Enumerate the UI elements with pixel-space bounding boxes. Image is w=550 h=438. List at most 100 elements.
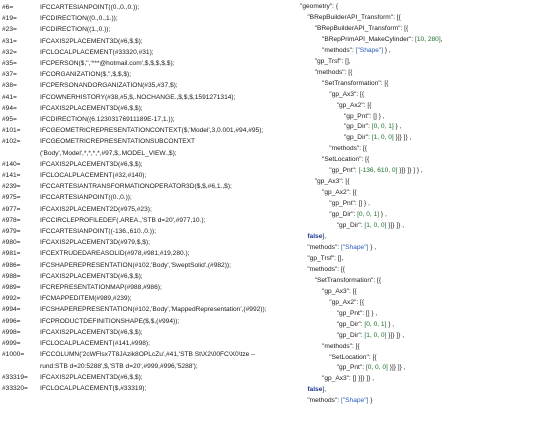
json-key: "SetTransformation": [{ [300, 276, 382, 284]
json-string-array: ["Shape"] [340, 397, 369, 405]
step-entity-id: #989= [2, 284, 21, 292]
step-entity-id: #992= [2, 295, 21, 303]
step-entity-id [2, 361, 40, 372]
json-line: "gp_Dir": [0, 0, 1] } , [300, 320, 550, 331]
step-entity-text: IFCGEOMETRICREPRESENTATIONSUBCONTEXT [40, 138, 196, 146]
json-key: "SetTransformation": [{ [300, 79, 389, 87]
step-entity-id: #994= [2, 306, 21, 314]
step-line: #94=IFCAXIS2PLACEMENT3D(#6,$,$); [2, 103, 302, 114]
step-entity-id: #41= [2, 93, 17, 101]
json-line: "SetLocation": [{ [300, 155, 550, 166]
json-line: "gp_Trsf": [], [300, 254, 550, 265]
json-key: "gp_Dir": [300, 331, 365, 339]
json-line: "methods": [{ [300, 144, 550, 155]
json-key: "gp_Ax2": [{ [300, 189, 357, 197]
step-entity-id: #996= [2, 317, 21, 325]
step-line: #6=IFCCARTESIANPOINT((0.,0.,0.)); [2, 2, 302, 13]
step-entity-text: IFCSHAPEREPRESENTATION(#102,'Body','Mapp… [40, 306, 267, 314]
step-line: #992=IFCMAPPEDITEM(#989,#239); [2, 293, 302, 304]
step-entity-text: IFCLOCALPLACEMENT(#33320,#31); [40, 48, 154, 56]
step-entity-id: #19= [2, 15, 17, 23]
step-entity-text: IFCCARTESIANTRANSFORMATIONOPERATOR3D($,$… [40, 183, 232, 191]
step-line: ('Body','Model',*,*,*,*,#97,$,.MODEL_VIE… [2, 148, 302, 159]
step-entity-id: #33319= [2, 373, 28, 381]
json-line: "SetLocation": [{ [300, 353, 550, 364]
step-entity-text: IFCAXIS2PLACEMENT3D(#6,$,$); [40, 104, 143, 112]
json-number-array: [0, 0, 1] [364, 320, 387, 328]
json-key: ], [322, 233, 327, 241]
json-line: "gp_Ax3": [] }]} ]} , [300, 374, 550, 385]
step-entity-text: IFCCIRCLEPROFILEDEF(.AREA.,'STB d=20',#9… [40, 216, 206, 224]
step-line: #981= IFCEXTRUDEDAREASOLID(#978,#981,#19,… [2, 248, 302, 259]
step-entity-text: IFCDIRECTION((1.,0.)); [40, 26, 111, 34]
json-line: "methods": [{ [300, 265, 550, 276]
json-key: } , [368, 243, 377, 251]
step-entity-id: #988= [2, 272, 21, 280]
json-key: "methods": [300, 46, 356, 54]
json-key: , [440, 35, 443, 43]
step-entity-text: IFCAXIS2PLACEMENT2D(#975,#23); [40, 205, 152, 213]
json-line: "methods": [{ [300, 68, 550, 79]
step-entity-text: IFCGEOMETRICREPRESENTATIONCONTEXT($,'Mod… [40, 127, 264, 135]
json-key: } [368, 397, 373, 405]
step-line: #19=IFCDIRECTION((0.,0.,1.)); [2, 13, 302, 24]
step-entity-text: IFCLOCALPLACEMENT($,#33319); [40, 384, 147, 392]
step-entity-id: #979= [2, 228, 21, 236]
step-entity-text: IFCOWNERHISTORY(#38,#5,$,.NOCHANGE.,$,$,… [40, 93, 236, 101]
json-key: "gp_Ax2": [{ [300, 101, 372, 109]
json-number-array: [1, 0, 0] [364, 222, 387, 230]
json-key: "gp_Dir": [300, 211, 358, 219]
json-key: } , [379, 211, 387, 219]
step-line: #101=IFCGEOMETRICREPRESENTATIONCONTEXT($… [2, 125, 302, 136]
step-line: #989= IFCREPRESENTATIONMAP(#988,#986); [2, 282, 302, 293]
json-key: "gp_Trsf": [], [300, 254, 344, 262]
step-line: #37=IFCORGANIZATION($,'',$,$,$); [2, 69, 302, 80]
step-entity-id: #978= [2, 216, 21, 224]
json-line: "gp_Pnt": [-136, 610, 0] }]} ]} ] } , [300, 166, 550, 177]
json-key: }]} ]} , [386, 222, 405, 230]
json-line: "methods": ["Shape"] } , [300, 243, 550, 254]
json-number-array: [0, 0, 1] [371, 123, 394, 131]
step-line: #999=IFCLOCALPLACEMENT(#141,#998); [2, 338, 302, 349]
step-line: #35=IFCPERSON($,'','***@hotmail.com',$,$… [2, 58, 302, 69]
step-line: #41= IFCOWNERHISTORY(#38,#5,$,.NOCHANGE.,… [2, 92, 302, 103]
json-line: "gp_Dir": [0, 0, 1] } , [300, 210, 550, 221]
json-key: "SetLocation": [{ [300, 156, 370, 164]
json-line: "gp_Dir": [1, 0, 0] }]} ]} , [300, 221, 550, 232]
step-line: #977=IFCAXIS2PLACEMENT2D(#975,#23); [2, 204, 302, 215]
step-entity-id: #975= [2, 194, 21, 202]
json-key: "gp_Ax3": [] }]} ]} , [300, 375, 374, 383]
step-line: #141=IFCLOCALPLACEMENT(#32,#140); [2, 170, 302, 181]
json-key: "BRepBuilderAPI_Transform": [{ [300, 13, 401, 21]
json-boolean: false [300, 233, 323, 241]
step-entity-id: #23= [2, 26, 17, 34]
json-key: "methods": [300, 243, 341, 251]
json-line: "gp_Pnt": [] } , [300, 112, 550, 123]
json-key: "gp_Pnt": [300, 167, 359, 175]
step-entity-text: IFCPRODUCTDEFINITIONSHAPE($,$,(#994)); [40, 317, 180, 325]
json-number-array: [0, 0, 0] [365, 364, 388, 372]
json-line: "gp_Ax3": [{ [300, 90, 550, 101]
json-line: "BRepPrimAPI_MakeCylinder": [10, 280], [300, 35, 550, 46]
step-line: #140=IFCAXIS2PLACEMENT3D(#6,$,$); [2, 159, 302, 170]
json-line: false], [300, 385, 550, 396]
step-entity-id: #31= [2, 37, 17, 45]
step-line: #975= IFCCARTESIANPOINT((0.,0.)); [2, 192, 302, 203]
step-line: #31=IFCAXIS2PLACEMENT3D(#6,$,$); [2, 36, 302, 47]
step-entity-id: #998= [2, 328, 21, 336]
json-key: "gp_Pnt": [] } , [300, 112, 385, 120]
json-line: "gp_Ax2": [{ [300, 101, 550, 112]
step-entity-text: IFCORGANIZATION($,'',$,$,$); [40, 71, 132, 79]
json-line: "gp_Ax3": [{ [300, 287, 550, 298]
json-line: "gp_Ax2": [{ [300, 298, 550, 309]
step-entity-text: IFCCARTESIANPOINT((0.,0.)); [40, 194, 132, 202]
step-entity-id: #981= [2, 250, 21, 258]
step-entity-text: IFCLOCALPLACEMENT(#141,#998); [40, 340, 150, 348]
json-key: "gp_Pnt": [] } , [300, 200, 370, 208]
step-entity-text: IFCREPRESENTATIONMAP(#988,#986); [40, 284, 162, 292]
step-entity-id: #986= [2, 261, 21, 269]
step-line: #996= IFCPRODUCTDEFINITIONSHAPE($,$,(#994… [2, 316, 302, 327]
step-entity-text: IFCEXTRUDEDAREASOLID(#978,#981,#19,280.)… [40, 250, 190, 258]
json-line: "BRepBuilderAPI_Transform": [{ [300, 13, 550, 24]
json-geometry-tree: "geometry": { "BRepBuilderAPI_Transform"… [300, 2, 550, 407]
